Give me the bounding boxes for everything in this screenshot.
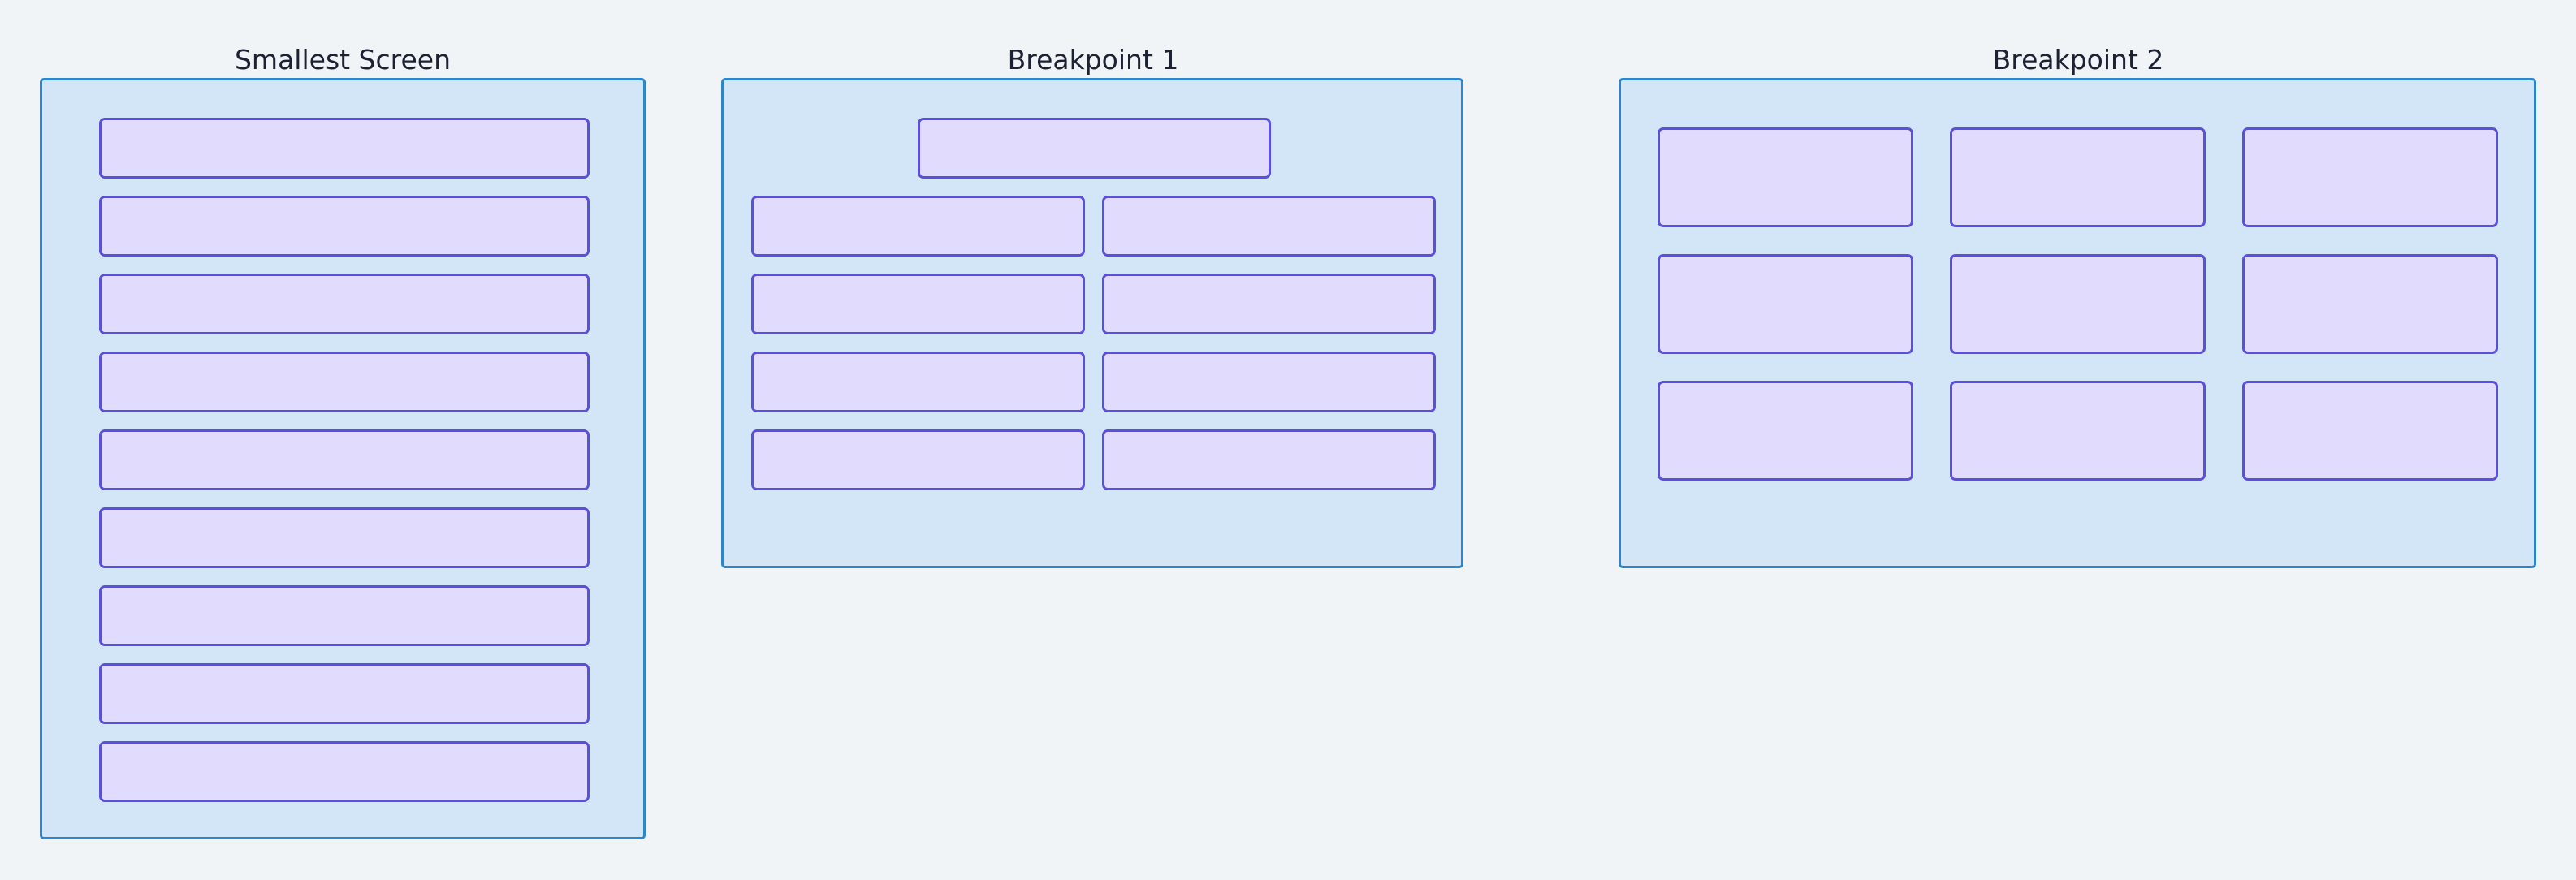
layout-box <box>1102 196 1436 257</box>
layout-box <box>2242 381 2498 481</box>
layout-box <box>99 274 590 334</box>
layout-box <box>751 352 1085 412</box>
layout-box <box>99 663 590 724</box>
layout-box <box>918 118 1271 179</box>
layout-box <box>2242 254 2498 354</box>
layout-box <box>1658 381 1913 481</box>
layout-box <box>1950 381 2206 481</box>
panel-title-smallest-screen: Smallest Screen <box>234 44 452 75</box>
layout-box <box>99 352 590 412</box>
layout-box <box>1950 254 2206 354</box>
frame-smallest-screen <box>40 78 646 839</box>
layout-box <box>99 118 590 179</box>
layout-box <box>99 429 590 490</box>
layout-box <box>1102 274 1436 334</box>
layout-box <box>2242 127 2498 227</box>
layout-box <box>99 585 590 646</box>
layout-box <box>751 429 1085 490</box>
layout-box <box>751 196 1085 257</box>
frame-breakpoint-2 <box>1619 78 2536 568</box>
layout-box <box>1658 254 1913 354</box>
frame-breakpoint-1 <box>721 78 1463 568</box>
layout-box <box>1658 127 1913 227</box>
panel-title-breakpoint-1: Breakpoint 1 <box>1007 44 1179 75</box>
layout-box <box>99 507 590 568</box>
layout-box <box>751 274 1085 334</box>
layout-box <box>99 196 590 257</box>
panel-title-breakpoint-2: Breakpoint 2 <box>1992 44 2164 75</box>
layout-box <box>99 741 590 802</box>
layout-box <box>1950 127 2206 227</box>
layout-box <box>1102 429 1436 490</box>
layout-box <box>1102 352 1436 412</box>
